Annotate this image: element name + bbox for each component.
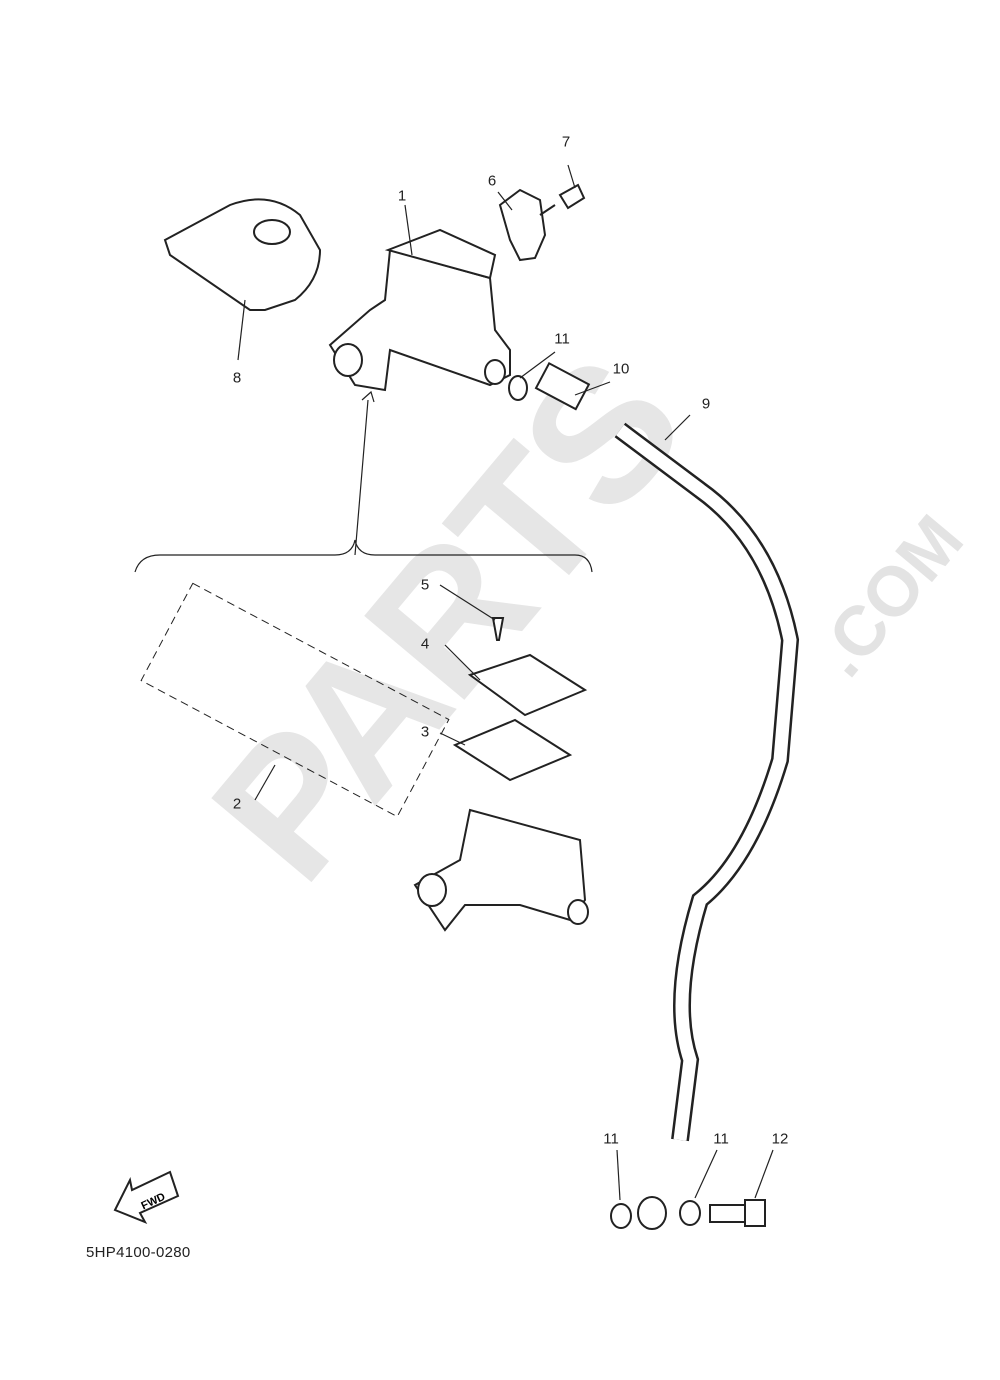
- callout-8: 8: [232, 369, 242, 387]
- washer-part: [679, 1200, 701, 1226]
- master-cylinder-body: [413, 808, 587, 932]
- washer-part: [508, 375, 528, 401]
- fwd-arrow-icon: [113, 1170, 180, 1224]
- holder-part: [498, 188, 547, 262]
- union-bolt-part: [709, 1199, 766, 1227]
- screw-part: [491, 617, 505, 641]
- callout-4: 4: [420, 635, 430, 653]
- diaphragm-part: [452, 718, 573, 782]
- master-cylinder-part: [328, 228, 511, 392]
- union-bolt-part: [534, 361, 591, 411]
- callout-2: 2: [232, 795, 242, 813]
- lever-cover-part: [163, 198, 322, 311]
- callout-6: 6: [487, 172, 497, 190]
- callout-9: 9: [701, 395, 711, 413]
- bolt-part: [539, 183, 586, 216]
- cap-part: [467, 653, 588, 717]
- callout-1: 1: [397, 187, 407, 205]
- pointer-arrow: [354, 390, 375, 556]
- callout-3: 3: [420, 723, 430, 741]
- brake-hose-part: [614, 422, 800, 1142]
- callout-11: 11: [713, 1130, 729, 1148]
- callout-11: 11: [603, 1130, 619, 1148]
- exploded-bracket: [134, 539, 593, 573]
- piston-kit-box: [140, 582, 450, 818]
- callout-12: 12: [771, 1130, 789, 1148]
- leader-lines: [237, 164, 774, 1201]
- diagram-code: 5HP4100-0280: [86, 1244, 191, 1261]
- callout-7: 7: [561, 133, 571, 151]
- callout-11: 11: [554, 330, 570, 348]
- washer-part: [610, 1203, 632, 1229]
- callout-10: 10: [612, 360, 630, 378]
- callout-5: 5: [420, 576, 430, 594]
